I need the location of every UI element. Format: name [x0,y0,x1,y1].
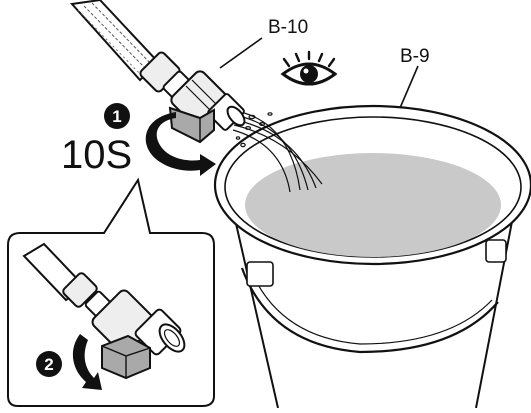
inset-panel [7,177,215,407]
bucket-handle-inner [249,267,493,345]
handle-clip-right [485,239,507,263]
inset-hose-nut [62,272,98,308]
label-b10: B-10 [268,17,308,38]
step-badge-1: 1 [104,103,130,129]
valve-outlet-mouth [226,105,246,127]
step-badge-2: 2 [36,351,62,377]
label-b9: B-9 [400,46,430,67]
valve-assembly [139,51,246,144]
bucket-handle [240,267,499,354]
rotate-arrow-icon [72,334,102,390]
rotate-arrow-icon [145,112,216,176]
leader-b9 [399,65,419,109]
bucket-body [231,205,516,409]
svg-text:2: 2 [44,355,53,374]
label-duration: 10S [61,133,132,177]
water-stream [231,109,323,193]
callout-leaders [219,37,419,109]
water-surface [245,153,501,257]
leader-b10 [219,37,263,69]
handle-clip-left [246,261,274,287]
svg-text:1: 1 [112,107,121,126]
eye-icon [280,50,338,86]
bucket [213,104,531,409]
